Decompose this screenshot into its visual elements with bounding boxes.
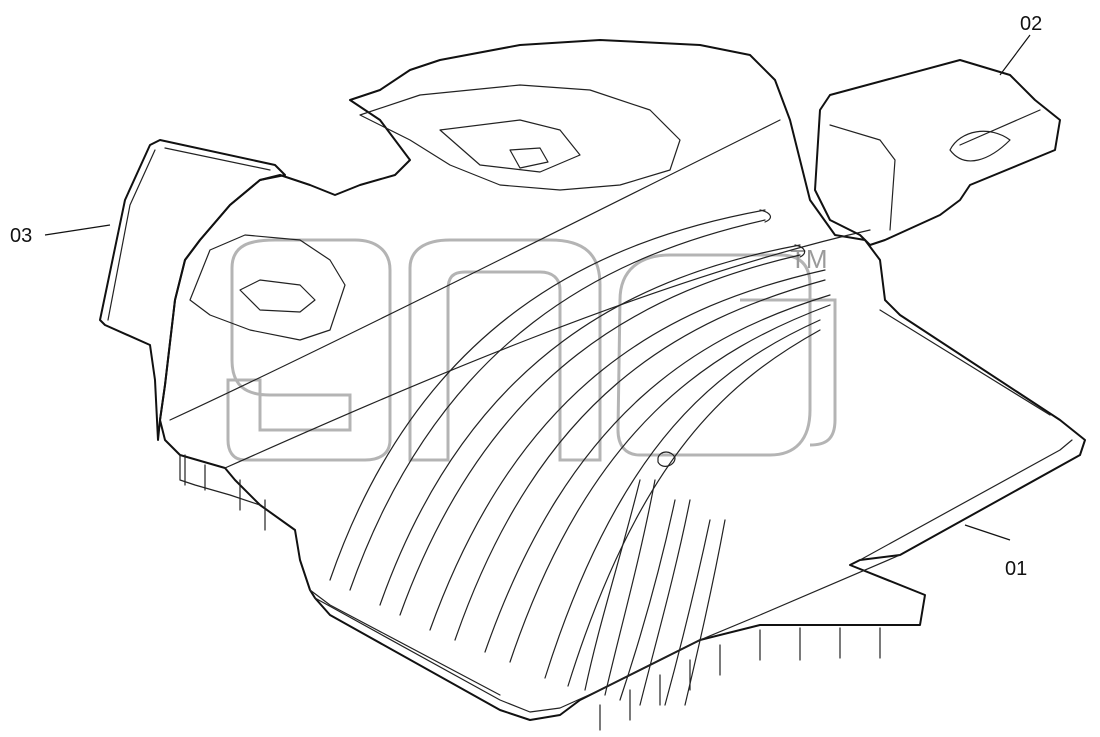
callout-02-label: 02 [1020,13,1042,35]
part-03-trim [99,139,286,441]
watermark-logo: TM [226,238,837,462]
callout-01-label: 01 [1005,558,1027,580]
callout-01-leader [964,524,1011,541]
callout-01: 01 [964,524,1027,580]
floor-mat-body [159,39,1086,731]
callout-02: 02 [999,13,1042,76]
mat-grooves [329,209,831,706]
callout-03-leader [44,224,111,236]
callout-03: 03 [10,224,111,247]
callout-02-leader [999,34,1031,76]
part-02-block [814,59,1061,246]
callout-03-label: 03 [10,225,32,247]
